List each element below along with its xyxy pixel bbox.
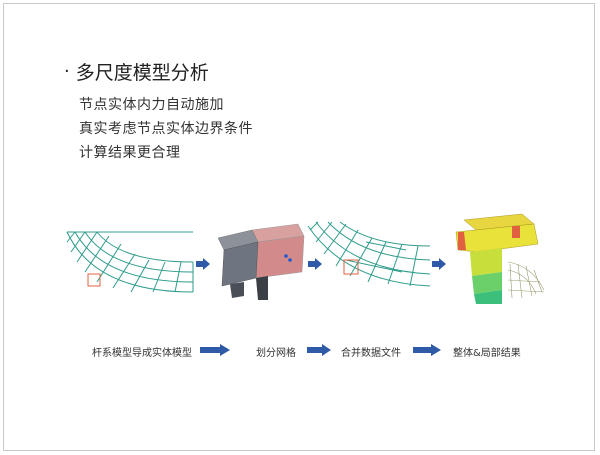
- merged-model-image: [307, 221, 431, 287]
- step-label-4: 整体&局部结果: [453, 348, 521, 359]
- right-arrow-icon: [200, 344, 230, 356]
- slide-title: 多尺度模型分析: [75, 62, 209, 84]
- right-arrow-icon: [308, 258, 322, 270]
- right-arrow-icon: [307, 344, 331, 356]
- step-label-2: 划分网格: [256, 348, 296, 359]
- right-arrow-icon: [413, 344, 441, 356]
- solid-model-image: [217, 223, 305, 300]
- step-label-1: 杆系模型导成实体模型: [92, 348, 192, 359]
- title-row: · 多尺度模型分析: [64, 58, 209, 85]
- step-label-3: 合并数据文件: [341, 348, 401, 359]
- point-3: 计算结果更合理: [79, 145, 181, 161]
- point-1: 节点实体内力自动施加: [79, 97, 224, 113]
- point-2: 真实考虑节点实体边界条件: [79, 121, 253, 137]
- dot-bullet-icon: ·: [64, 61, 70, 82]
- right-arrow-icon: [432, 258, 446, 270]
- result-contour-image: [455, 213, 545, 304]
- right-arrow-icon: [196, 258, 210, 270]
- bar-model-image: [66, 231, 194, 293]
